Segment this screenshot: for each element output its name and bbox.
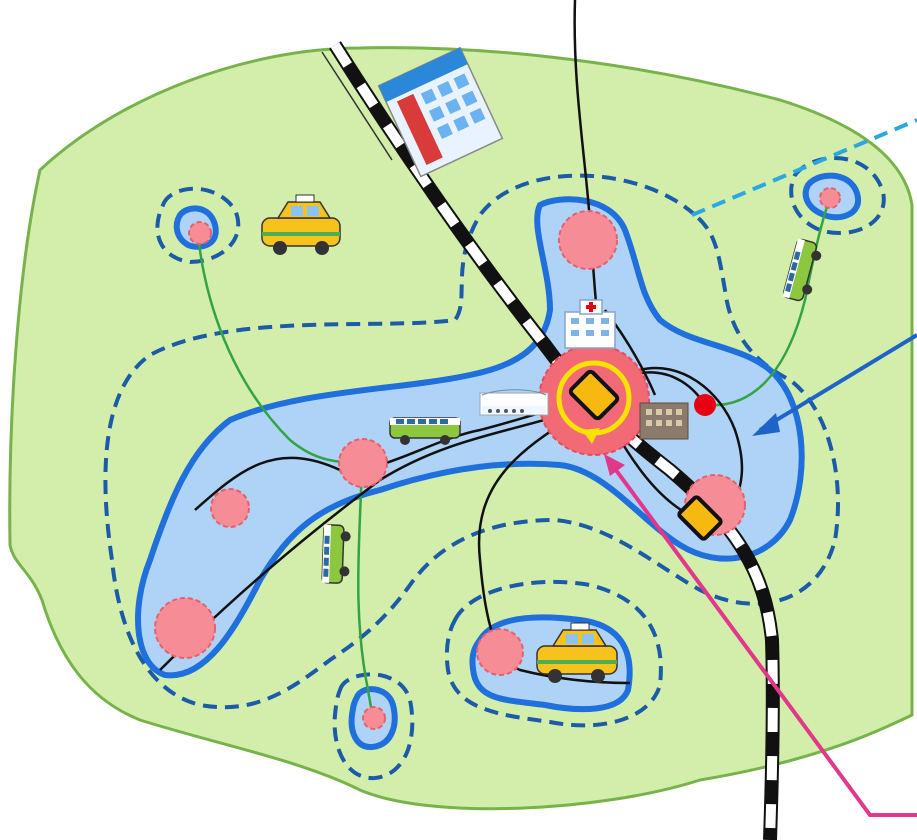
catchment-bottom-center <box>444 579 663 728</box>
hub-bottom-left <box>362 706 386 730</box>
railway-line <box>321 41 780 840</box>
zone-main <box>135 196 805 679</box>
callout-magenta <box>608 460 917 817</box>
hub-top-right <box>819 187 841 209</box>
bus-icon <box>321 524 351 584</box>
hospital-icon <box>564 299 616 349</box>
dashed-catchment-boundaries <box>103 156 886 781</box>
callout-blue-arrowhead <box>752 413 780 436</box>
bus-route-northeast <box>704 197 832 407</box>
hub-bottom-center <box>476 628 524 676</box>
hubs <box>154 187 841 730</box>
bus-icon <box>389 417 461 445</box>
hub-southwest <box>154 597 216 659</box>
transit-hub-node-icon <box>568 369 620 421</box>
road-south <box>477 398 631 685</box>
catchment-top-left <box>155 186 241 265</box>
small-station <box>694 394 716 416</box>
hub-west-2 <box>338 438 388 488</box>
hub-top-left <box>188 221 212 245</box>
catchment-main <box>103 173 840 710</box>
callout-lines <box>604 118 917 817</box>
callout-blue <box>758 333 917 432</box>
catchment-top-right <box>789 156 886 236</box>
bus-route-northwest <box>196 234 363 464</box>
taxi-icon <box>536 622 618 683</box>
hub-west-1 <box>210 488 250 528</box>
road-east <box>639 366 744 511</box>
transit-hub-node-icon <box>677 495 723 541</box>
catchment-bottom-left <box>332 672 415 781</box>
callout-light-blue <box>691 118 917 217</box>
callout-magenta-arrowhead <box>604 454 625 476</box>
taxi-icon <box>261 194 341 255</box>
hub-north <box>558 210 618 270</box>
shopping-mall-icon <box>479 389 549 416</box>
apartment-icon <box>639 402 689 440</box>
secondary-hub-node <box>677 495 723 541</box>
central-hub-node <box>556 360 632 444</box>
bus-icon <box>782 238 822 302</box>
office-building-icon <box>377 46 504 178</box>
